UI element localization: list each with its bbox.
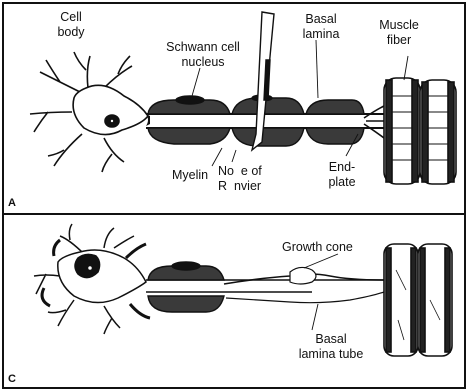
- proximal-stump-c: [146, 262, 390, 312]
- label-node-of-ranvier: No e of R nvier: [218, 164, 262, 194]
- label-schwann-cell-nucleus: Schwann cell nucleus: [156, 40, 250, 70]
- label-schwann-line2: nucleus: [156, 55, 250, 70]
- label-end-plate: End- plate: [322, 160, 362, 190]
- label-muscle-fiber: Muscle fiber: [370, 18, 428, 48]
- label-node-line2: R nvier: [218, 179, 262, 194]
- basal-lamina-tube: [226, 292, 384, 303]
- label-cell-body-line1: Cell: [48, 10, 94, 25]
- panel-letter-c: C: [8, 373, 16, 385]
- label-basal-lamina-line2: lamina: [296, 27, 346, 42]
- label-growth-cone-text: Growth cone: [282, 240, 353, 254]
- label-basal-tube-line2: lamina tube: [290, 347, 372, 362]
- panel-c-drawing: [34, 224, 452, 356]
- label-muscle-fiber-line2: fiber: [370, 33, 428, 48]
- label-node-line1: No e of: [218, 164, 262, 179]
- label-cell-body: Cell body: [48, 10, 94, 40]
- muscle-fibers-a: [384, 78, 456, 184]
- end-plate-a: [364, 106, 384, 138]
- label-growth-cone: Growth cone: [282, 240, 353, 255]
- label-basal-lamina-tube: Basal lamina tube: [290, 332, 372, 362]
- label-muscle-fiber-line1: Muscle: [370, 18, 428, 33]
- label-basal-tube-line1: Basal: [290, 332, 372, 347]
- label-end-plate-line2: plate: [322, 175, 362, 190]
- label-basal-lamina: Basal lamina: [296, 12, 346, 42]
- muscle-fibers-c: [384, 244, 452, 356]
- label-myelin: Myelin: [172, 168, 208, 183]
- panel-label-a: A: [8, 196, 16, 211]
- label-basal-lamina-line1: Basal: [296, 12, 346, 27]
- neuron-cell-body-c: [34, 224, 150, 334]
- neuron-cell-body-a: [30, 52, 148, 172]
- label-cell-body-line2: body: [48, 25, 94, 40]
- panel-letter-a: A: [8, 197, 16, 209]
- label-end-plate-line1: End-: [322, 160, 362, 175]
- label-schwann-line1: Schwann cell: [156, 40, 250, 55]
- panel-label-c: C: [8, 372, 16, 387]
- growth-cone-shape: [290, 267, 316, 284]
- label-myelin-text: Myelin: [172, 168, 208, 182]
